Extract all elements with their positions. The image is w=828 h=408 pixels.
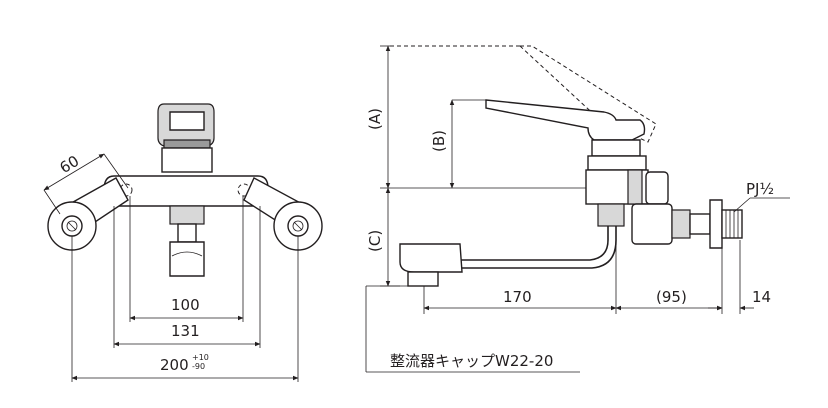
front-spout-joint: [169, 205, 205, 225]
side-nut: [671, 209, 691, 239]
front-cartridge: [161, 147, 213, 173]
dim-mid-label: 131: [171, 322, 200, 340]
side-pipe-a: [689, 213, 711, 235]
front-lever-window: [169, 111, 205, 131]
dim-total-label: 200: [160, 356, 189, 374]
side-thread: [721, 209, 743, 239]
side-spout-joint: [597, 203, 625, 227]
lever-raised-outline: [518, 45, 657, 143]
front-spout-outlet: [169, 241, 205, 277]
pipe-label: PJ½: [746, 180, 774, 198]
side-spout-head: [399, 243, 463, 273]
dim-14-label: 14: [752, 288, 771, 306]
side-lever: [485, 99, 646, 141]
dim-total-tol-upper: +10: [192, 353, 209, 362]
dim-inner-label: 100: [171, 296, 200, 314]
side-aerator: [407, 271, 439, 287]
dim-total-tol-lower: -90: [192, 362, 205, 371]
side-wall-escutcheon: [631, 203, 673, 245]
side-cartridge: [591, 139, 641, 157]
side-spout-pipe: [460, 226, 617, 269]
side-view: (A) (B) (C) 170 (95) 14 PJ½ 整流器キャップW22-2…: [365, 45, 790, 373]
dim-95-label: (95): [656, 288, 687, 306]
dim-spout-label: 170: [503, 288, 532, 306]
dim-c-label: (C): [366, 230, 384, 252]
front-view: 60 100 131 200 +10 -90: [43, 103, 323, 382]
side-union: [645, 171, 669, 205]
aerator-label: 整流器キャップW22-20: [390, 352, 553, 370]
front-lever-base: [163, 139, 211, 149]
front-spout-neck: [177, 223, 197, 243]
dim-a-label: (A): [366, 108, 384, 130]
side-body-top: [587, 155, 647, 171]
side-body-nut: [627, 169, 643, 205]
side-flange: [709, 199, 723, 249]
dim-b-label: (B): [430, 130, 448, 152]
dim-eccentric-label: 60: [57, 152, 83, 177]
